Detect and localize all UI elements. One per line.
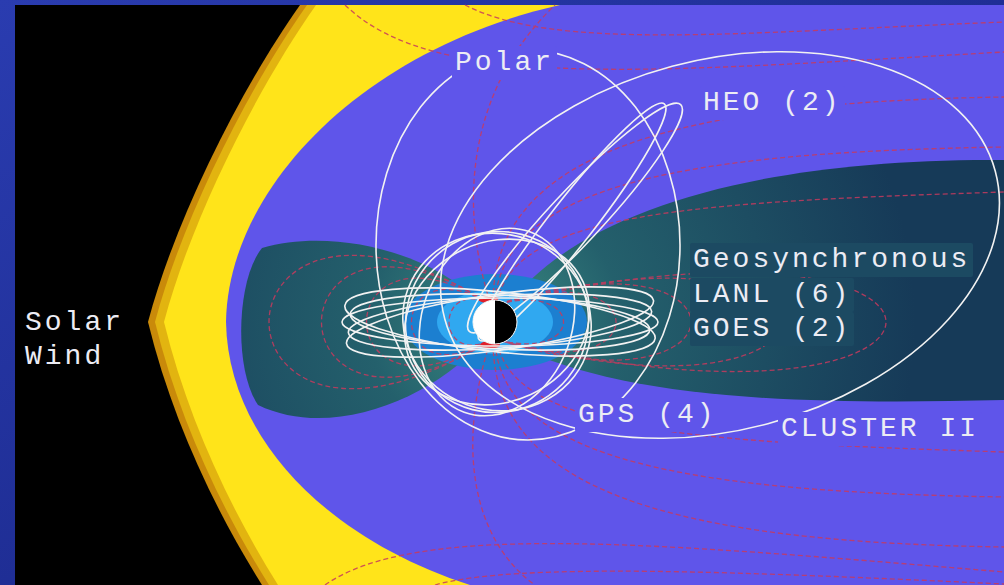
earth-night — [473, 300, 517, 344]
orbit-label: LANL (6) — [690, 278, 854, 312]
orbits — [342, 0, 1004, 497]
field-line — [325, 544, 1004, 585]
earth-day — [473, 300, 495, 344]
field-line — [465, 5, 1004, 35]
geosynchronous-orbit — [349, 287, 651, 357]
field-line — [473, 342, 535, 585]
field-line — [345, 5, 1004, 69]
geosynchronous-orbit — [343, 273, 658, 372]
orbit-label: Geosynchronous — [690, 243, 973, 277]
magnetosheath — [164, 5, 1004, 585]
field-line — [495, 343, 1004, 497]
orbit-label: CLUSTER II — [778, 412, 982, 446]
geosynchronous-orbit — [342, 276, 659, 368]
geosynchronous-orbit — [347, 285, 654, 358]
magnetosphere — [226, 5, 1004, 585]
geosynchronous-orbit — [342, 298, 658, 346]
field-line — [493, 97, 1004, 301]
plasma-regions — [241, 160, 1004, 418]
orbit-label: GOES (2) — [690, 312, 854, 346]
orbit-label: Polar — [452, 46, 557, 80]
gps-orbit — [394, 206, 601, 438]
region-label: Solar Wind — [22, 306, 140, 374]
earth — [473, 300, 517, 344]
cluster-orbit — [397, 0, 1004, 497]
orbit-label: GPS (4) — [575, 398, 720, 432]
orbit-label: HEO (2) — [700, 86, 845, 120]
bow-shock — [148, 5, 1004, 585]
field-line — [269, 255, 491, 388]
field-line — [493, 343, 1004, 547]
field-lines — [269, 5, 1004, 585]
field-line — [435, 571, 1004, 585]
